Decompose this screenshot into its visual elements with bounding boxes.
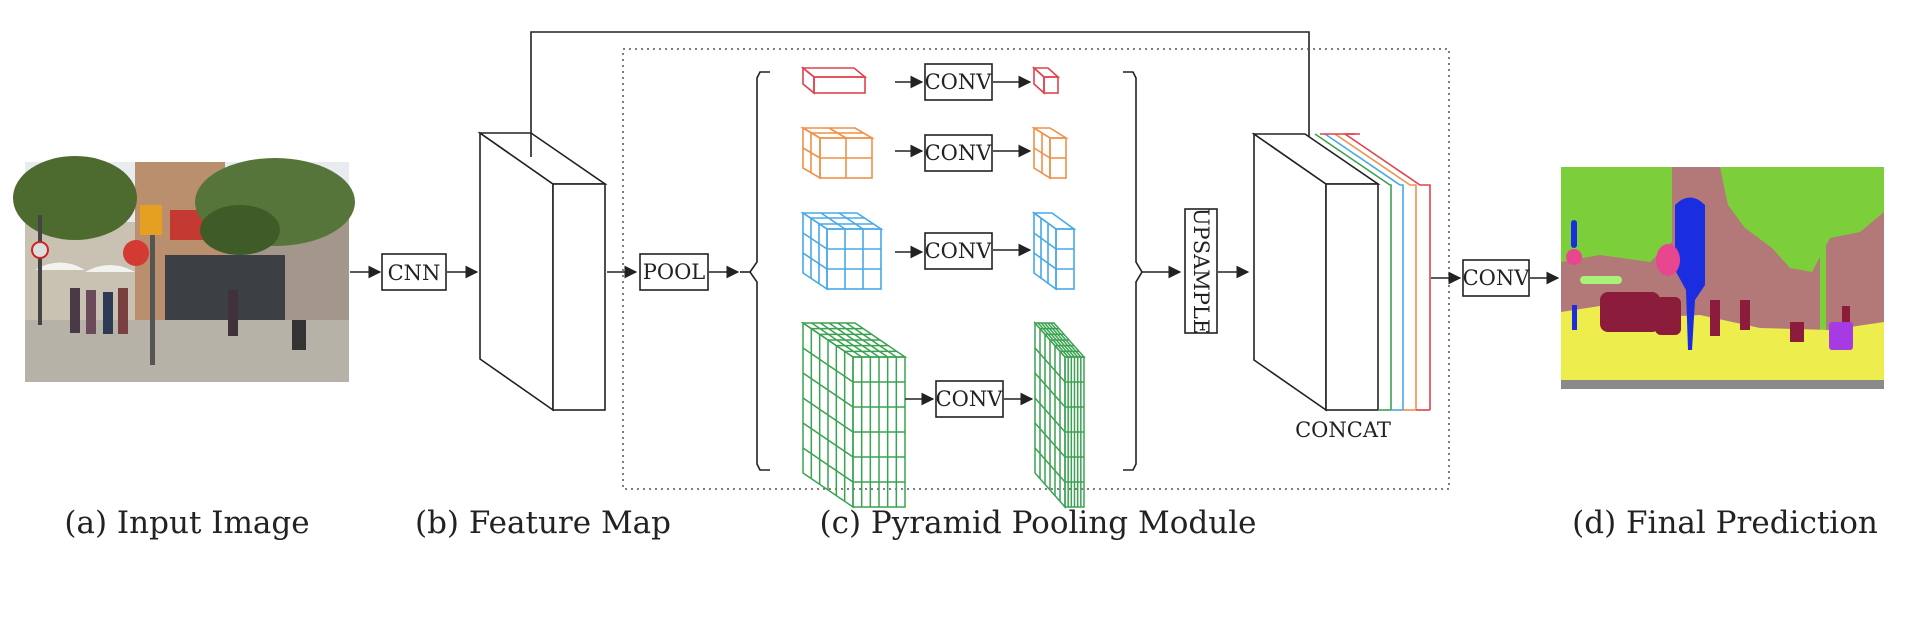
pool-block: POOL [639, 253, 709, 291]
caption-feature-map: (b) Feature Map [415, 505, 671, 541]
feature-map [477, 131, 608, 412]
conv-2-block [924, 134, 993, 172]
conv-6-block [935, 380, 1004, 418]
concat-label: CONCAT [1295, 418, 1391, 442]
conv-1-label: CONV [925, 70, 993, 94]
conv-final-label: CONV [1463, 266, 1531, 290]
conv-3-block [924, 232, 993, 270]
conv-3-label: CONV [925, 239, 993, 263]
ppm-region [622, 48, 1450, 490]
cnn-label: CNN [388, 261, 441, 285]
conv-6-label: CONV [936, 387, 1004, 411]
level-1-pooled-block [800, 66, 868, 95]
conv-final-block: CONV [1462, 259, 1531, 297]
level-3-reduced-block [1031, 211, 1077, 291]
caption-pyramid-pooling: (c) Pyramid Pooling Module [820, 505, 1257, 541]
pool-label: POOL [643, 260, 706, 284]
level-1-reduced-block [1031, 66, 1061, 95]
right-bracket [1123, 71, 1143, 471]
level-4-pooled-block [800, 321, 908, 509]
caption-input-image: (a) Input Image [64, 505, 309, 541]
conv-2-label: CONV [925, 141, 993, 165]
upsample-label: UPSAMPLE [1189, 208, 1213, 334]
pyramid-level-4: CONV [800, 321, 1086, 509]
cnn-block: CNN [381, 253, 447, 291]
prediction-map [1561, 167, 1884, 389]
pyramid-level-1: CONV [800, 63, 1061, 101]
pyramid-level-2: CONV [800, 126, 1069, 180]
input-image [13, 156, 355, 382]
level-2-reduced-block [1031, 126, 1069, 180]
conv-1-block [924, 63, 993, 101]
level-4-reduced-block [1033, 321, 1086, 509]
level-3-pooled-block [800, 211, 884, 291]
caption-final-prediction: (d) Final Prediction [1572, 505, 1878, 541]
upsample-block: UPSAMPLE [1184, 208, 1218, 334]
left-bracket [749, 71, 770, 471]
skip-connection-arrow [530, 31, 1316, 158]
level-2-pooled-block [800, 126, 875, 180]
pyramid-level-3: CONV [800, 211, 1077, 291]
concat-feature [1251, 132, 1431, 412]
